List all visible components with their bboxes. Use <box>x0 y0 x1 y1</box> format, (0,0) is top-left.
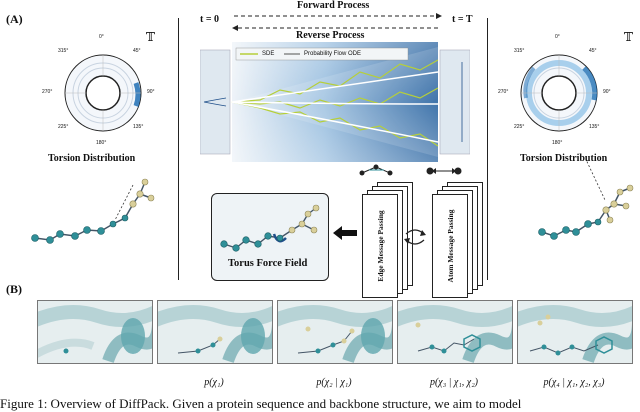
atom-message-passing-block: Atom Message Passing <box>432 194 468 298</box>
torsion-polar-plot-left <box>64 54 142 132</box>
divider-right <box>487 18 488 280</box>
side-chain-molecule-right <box>538 160 634 240</box>
caption-p-chi1: p(χ₁) <box>204 377 224 388</box>
legend-ode-label: Probability Flow ODE <box>304 51 362 57</box>
side-chain-molecule-left <box>31 178 155 244</box>
forward-arrow <box>234 13 442 19</box>
protein-structure-4 <box>517 300 633 364</box>
caption-p-chi2: p(χ₂ | χ₁) <box>316 377 352 388</box>
tick-45-left: 45° <box>133 48 141 54</box>
panel-b-label: (B) <box>6 282 22 296</box>
torsion-distribution-title-left: Torsion Distribution <box>48 153 136 164</box>
torus-symbol-left: 𝕋 <box>146 30 155 44</box>
torus-force-field-label: Torus Force Field <box>228 258 308 269</box>
tick-180-right: 180° <box>552 140 563 146</box>
caption-p-chi3: p(χ₃ | χ₁, χ₂) <box>429 377 479 388</box>
legend-sde-label: SDE <box>262 51 275 57</box>
tick-225-right: 225° <box>514 124 525 130</box>
cycle-arrows-icon <box>404 229 426 245</box>
panel-a-label: (A) <box>6 12 23 26</box>
tick-45-right: 45° <box>589 48 597 54</box>
figure-caption: Figure 1: Overview of DiffPack. Given a … <box>0 396 522 411</box>
tick-0-left: 0° <box>99 34 104 40</box>
torus-force-field-box: Torus Force Field <box>211 193 329 281</box>
reverse-process-label: Reverse Process <box>296 30 365 41</box>
protein-structure-1 <box>157 300 273 364</box>
torsion-distribution-title-right: Torsion Distribution <box>520 153 608 164</box>
tick-180-left: 180° <box>96 140 107 146</box>
tick-0-right: 0° <box>555 34 560 40</box>
tick-90-right: 90° <box>603 89 611 95</box>
divider-left <box>178 18 179 280</box>
t-zero-label: t = 0 <box>200 14 220 25</box>
torus-symbol-right: 𝕋 <box>624 30 633 44</box>
tick-135-left: 135° <box>133 124 144 130</box>
tick-135-right: 135° <box>589 124 600 130</box>
tick-315-right: 315° <box>514 48 525 54</box>
diffusion-trajectory-plot <box>200 42 470 162</box>
forward-process-label: Forward Process <box>297 0 370 11</box>
protein-structure-3 <box>397 300 513 364</box>
caption-p-chi4: p(χ₄ | χ₁, χ₂, χ₃) <box>543 377 605 388</box>
force-field-molecule <box>220 204 320 252</box>
tick-90-left: 90° <box>147 89 155 95</box>
atom-message-passing-label: Atom Message Passing <box>445 209 455 283</box>
edge-message-passing-label: Edge Message Passing <box>375 210 385 282</box>
tick-225-left: 225° <box>58 124 69 130</box>
output-arrow <box>333 226 357 240</box>
atom-graph-icon <box>426 167 462 175</box>
t-final-label: t = T <box>452 14 473 25</box>
protein-structure-0 <box>37 300 153 364</box>
reverse-arrow <box>232 25 440 31</box>
tick-270-left: 270° <box>42 89 53 95</box>
edge-message-passing-block: Edge Message Passing <box>362 194 398 298</box>
tick-270-right: 270° <box>498 89 509 95</box>
protein-structure-2 <box>277 300 393 364</box>
torsion-polar-plot-right <box>520 54 598 132</box>
tick-315-left: 315° <box>58 48 69 54</box>
edge-graph-icon <box>359 164 393 176</box>
